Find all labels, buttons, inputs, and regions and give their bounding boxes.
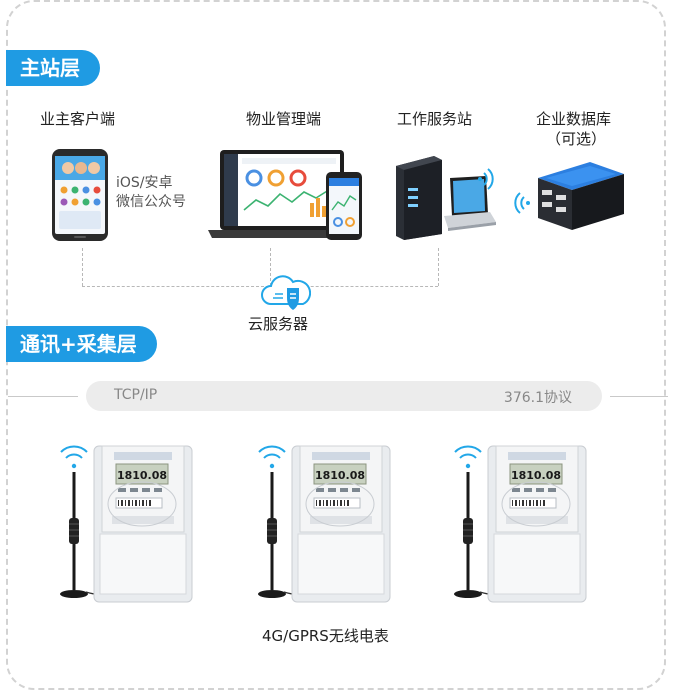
connector-line bbox=[438, 248, 439, 286]
owner-client-note-wechat: 微信公众号 bbox=[116, 191, 186, 211]
protocol-tcpip: TCP/IP bbox=[114, 387, 157, 403]
workstation-icon bbox=[390, 148, 500, 248]
owner-client-note-platforms: iOS/安卓 bbox=[116, 172, 173, 192]
protocol-bar: TCP/IP 376.1协议 bbox=[86, 381, 602, 411]
wifi-icon bbox=[478, 168, 496, 194]
meter-display-value: 1810.08 bbox=[511, 469, 561, 482]
workstation-label: 工作服务站 bbox=[397, 108, 472, 129]
divider-line bbox=[8, 396, 78, 397]
wireless-meter: 1810.08 bbox=[450, 438, 590, 612]
wireless-meter: 1810.08 bbox=[56, 438, 196, 612]
layer-tag-master-station: 主站层 bbox=[6, 50, 100, 86]
smartphone-icon bbox=[50, 148, 112, 248]
protocol-376: 376.1协议 bbox=[504, 387, 572, 407]
wireless-meter: 1810.08 bbox=[254, 438, 394, 612]
layer-tag-label: 主站层 bbox=[20, 56, 80, 80]
database-server-icon bbox=[534, 156, 628, 238]
meter-display-value: 1810.08 bbox=[117, 469, 167, 482]
connector-line bbox=[82, 248, 83, 286]
cloud-server-icon bbox=[259, 274, 311, 316]
wifi-icon bbox=[512, 192, 530, 218]
laptop-icon bbox=[206, 148, 370, 248]
layer-tag-comm-acquisition: 通讯+采集层 bbox=[6, 326, 157, 362]
meter-caption: 4G/GPRS无线电表 bbox=[262, 625, 389, 646]
divider-line bbox=[610, 396, 668, 397]
enterprise-db-note: （可选） bbox=[546, 128, 606, 149]
property-mgmt-label: 物业管理端 bbox=[246, 108, 321, 129]
meter-display-value: 1810.08 bbox=[315, 469, 365, 482]
cloud-server-label: 云服务器 bbox=[248, 313, 308, 334]
enterprise-db-label: 企业数据库 bbox=[536, 108, 611, 129]
owner-client-label: 业主客户端 bbox=[40, 108, 115, 129]
layer-tag-label: 通讯+采集层 bbox=[20, 332, 137, 356]
